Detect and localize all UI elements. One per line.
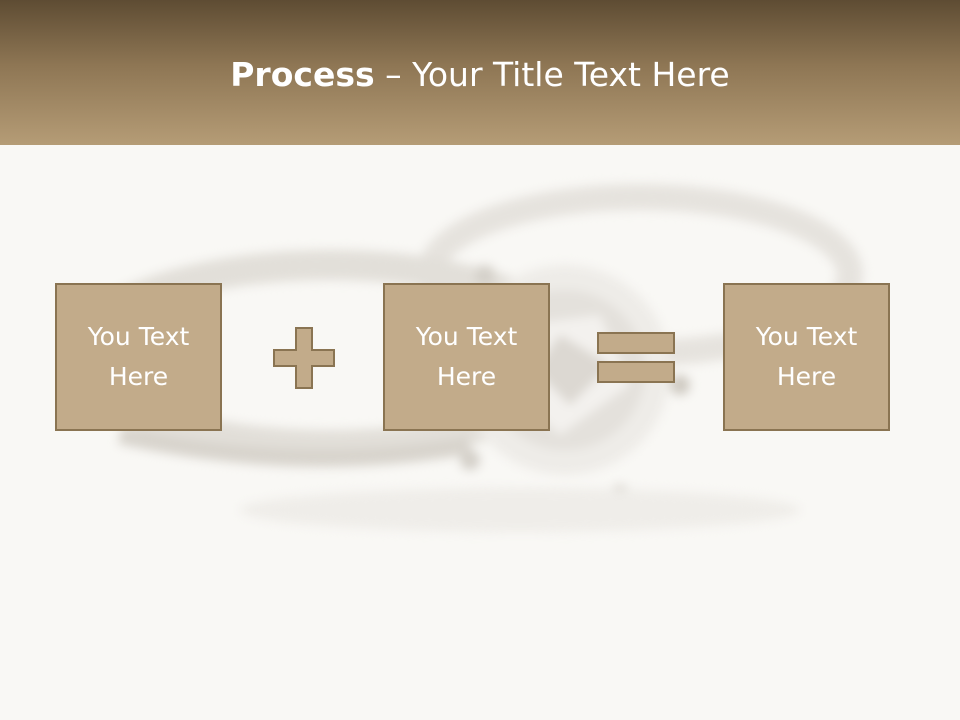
process-box-1: You Text Here — [55, 283, 222, 431]
ring-illustration — [65, 184, 863, 532]
background-ring-photo — [0, 145, 960, 720]
title-bold: Process — [230, 55, 375, 94]
process-box-2: You Text Here — [383, 283, 550, 431]
process-box-3: You Text Here — [723, 283, 890, 431]
slide-title: Process – Your Title Text Here — [0, 52, 960, 98]
plus-icon — [273, 327, 335, 389]
process-box-2-text: You Text Here — [415, 322, 518, 391]
equals-icon — [597, 332, 675, 383]
title-banner: Process – Your Title Text Here — [0, 0, 960, 145]
process-box-1-text: You Text Here — [87, 322, 190, 391]
process-box-3-text: You Text Here — [755, 322, 858, 391]
title-rest: – Your Title Text Here — [374, 55, 730, 94]
